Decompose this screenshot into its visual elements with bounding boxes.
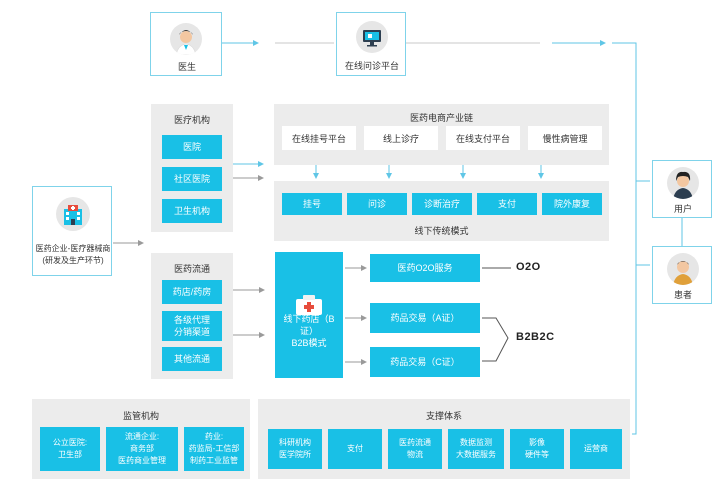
user-avatar-icon (667, 167, 699, 199)
support-operator: 运营商 (570, 429, 622, 469)
patient-card: 患者 (652, 246, 712, 304)
dist-item-agents: 各级代理 分销渠道 (162, 311, 222, 341)
regulators-title: 监管机构 (122, 411, 159, 421)
manufacturer-card: 医药企业-医疗器械商 (研发及生产环节) (32, 186, 112, 276)
dist-item-pharmacy: 药店/药房 (162, 280, 222, 304)
pharmacy-label: 线下药店（B证） B2B模式 (283, 314, 335, 348)
service-o2o: 医药O2O服务 (370, 254, 480, 282)
medical-institutions-title: 医疗机构 (173, 115, 210, 125)
support-research: 科研机构 医学院所 (268, 429, 322, 469)
regulator-commerce: 流通企业: 商务部 医药商业管理 (106, 427, 178, 471)
regulators-panel: 监管机构 公立医院: 卫生部 流通企业: 商务部 医药商业管理 药业: 药监局-… (32, 399, 250, 479)
chain-item-chronic-management: 慢性病管理 (528, 126, 602, 150)
doctor-avatar-icon (170, 23, 202, 55)
user-card: 用户 (652, 160, 712, 218)
platform-card: 在线问诊平台 (336, 12, 406, 76)
o2o-tag: O2O (516, 261, 541, 273)
med-item-hospital: 医院 (162, 135, 222, 159)
chain-item-online-registration: 在线挂号平台 (282, 126, 356, 150)
ecommerce-chain-panel: 医药电商产业链 在线挂号平台 线上诊疗 在线支付平台 慢性病管理 (274, 104, 609, 165)
regulator-public-hospital: 公立医院: 卫生部 (40, 427, 100, 471)
manufacturer-label-line1: 医药企业-医疗器械商 (35, 244, 111, 253)
patient-avatar-icon (667, 253, 699, 285)
monitor-icon (356, 21, 388, 53)
manufacturer-label-line2: (研发及生产环节) (42, 256, 104, 265)
platform-label: 在线问诊平台 (344, 61, 399, 71)
med-item-community-hospital: 社区医院 (162, 167, 222, 191)
support-imaging: 影像 硬件等 (510, 429, 564, 469)
support-title: 支撑体系 (425, 411, 462, 421)
support-big-data: 数据监测 大数据服务 (448, 429, 504, 469)
offline-item-rehab: 院外康复 (542, 193, 602, 215)
doctor-label: 医生 (177, 62, 196, 72)
service-trade-c: 药品交易（C证） (370, 347, 480, 377)
patient-label: 患者 (673, 290, 692, 300)
support-logistics: 医药流通 物流 (388, 429, 442, 469)
support-payment: 支付 (328, 429, 382, 469)
offline-item-payment: 支付 (477, 193, 537, 215)
med-item-health-institution: 卫生机构 (162, 199, 222, 223)
medical-institutions-panel: 医疗机构 医院 社区医院 卫生机构 (151, 104, 233, 232)
offline-mode-title: 线下传统模式 (414, 226, 469, 236)
service-trade-a: 药品交易（A证） (370, 303, 480, 333)
b2b2c-tag: B2B2C (516, 331, 555, 343)
offline-item-registration: 挂号 (282, 193, 342, 215)
support-panel: 支撑体系 科研机构 医学院所 支付 医药流通 物流 数据监测 大数据服务 影像 … (258, 399, 630, 479)
offline-mode-panel: 挂号 问诊 诊断治疗 支付 院外康复 线下传统模式 (274, 181, 609, 241)
medicine-box-icon (294, 281, 324, 315)
offline-item-consultation: 问诊 (347, 193, 407, 215)
offline-pharmacy-box: 线下药店（B证） B2B模式 (275, 252, 343, 378)
distribution-panel: 医药流通 药店/药房 各级代理 分销渠道 其他流通 (151, 253, 233, 379)
distribution-title: 医药流通 (173, 264, 210, 274)
regulator-drug-admin: 药业: 药监局-工信部 制药工业监管 (184, 427, 244, 471)
chain-item-online-payment: 在线支付平台 (446, 126, 520, 150)
ecommerce-chain-title: 医药电商产业链 (409, 113, 473, 123)
offline-item-treatment: 诊断治疗 (412, 193, 472, 215)
dist-item-other: 其他流通 (162, 347, 222, 371)
user-label: 用户 (673, 204, 692, 214)
hospital-building-icon (56, 197, 90, 231)
doctor-card: 医生 (150, 12, 222, 76)
chain-item-online-diagnosis: 线上诊疗 (364, 126, 438, 150)
